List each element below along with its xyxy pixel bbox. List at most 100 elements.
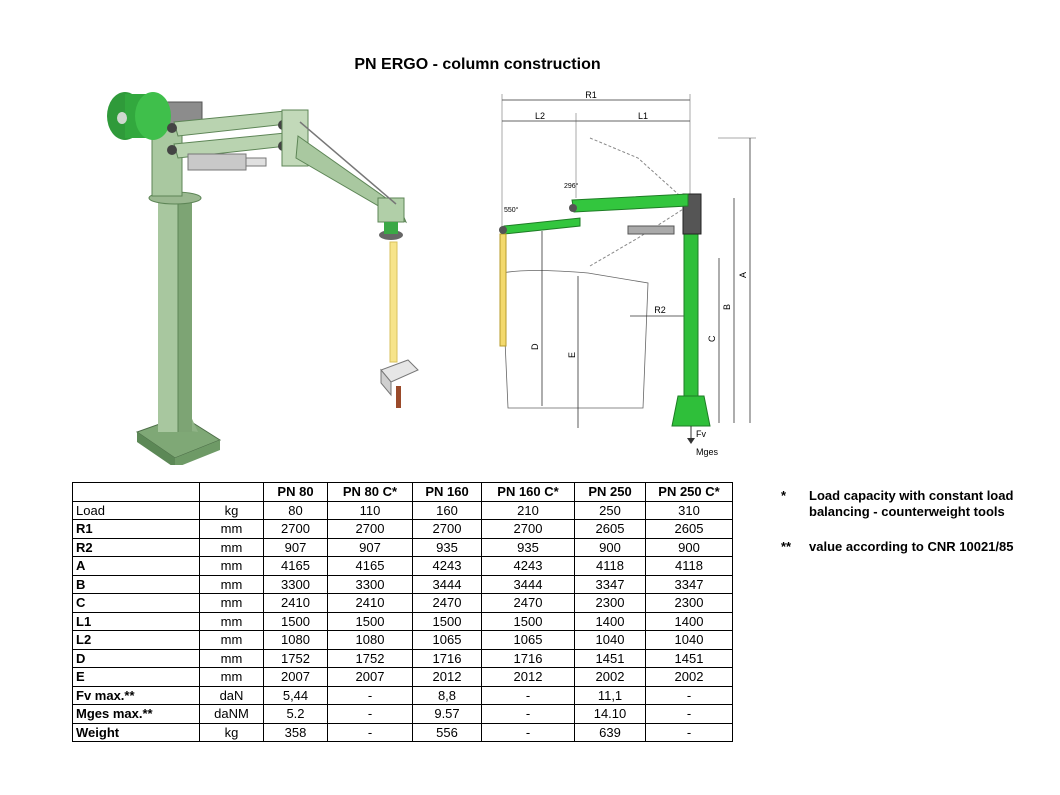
angle-label-296: 296° [564, 182, 579, 190]
row-label: B [72, 574, 200, 594]
table-cell: 358 [263, 722, 328, 742]
dim-label-r1: R1 [585, 90, 597, 100]
table-cell: 110 [327, 500, 413, 520]
dim-label-c: C [707, 335, 717, 342]
table-cell: 310 [645, 500, 733, 520]
row-label: L1 [72, 611, 200, 631]
row-unit: mm [199, 667, 264, 687]
table-cell: 3444 [481, 574, 575, 594]
row-unit: mm [199, 574, 264, 594]
row-label: R1 [72, 519, 200, 539]
table-cell: 8,8 [412, 685, 482, 705]
table-cell: 1451 [645, 648, 733, 668]
note-mark: ** [781, 539, 792, 554]
table-cell: 900 [574, 537, 646, 557]
table-cell: 9.57 [412, 704, 482, 724]
row-unit: kg [199, 500, 264, 520]
table-cell: 2700 [263, 519, 328, 539]
table-cell: 2300 [574, 593, 646, 613]
table-cell: - [481, 685, 575, 705]
dim-label-b: B [722, 304, 732, 310]
table-cell: 3300 [263, 574, 328, 594]
dim-label-d: D [530, 343, 540, 350]
note-text: balancing - counterweight tools [809, 504, 1005, 519]
table-cell: 4118 [645, 556, 733, 576]
table-cell: 2002 [574, 667, 646, 687]
table-cell: 2007 [327, 667, 413, 687]
table-cell: 639 [574, 722, 646, 742]
table-cell: 1716 [481, 648, 575, 668]
row-unit: mm [199, 630, 264, 650]
dim-label-r2: R2 [654, 305, 666, 315]
table-cell: - [645, 685, 733, 705]
table-cell: 4243 [412, 556, 482, 576]
table-cell: 14.10 [574, 704, 646, 724]
table-cell: 250 [574, 500, 646, 520]
table-cell: 2012 [481, 667, 575, 687]
table-cell: 210 [481, 500, 575, 520]
table-cell: 5.2 [263, 704, 328, 724]
page-title: PN ERGO - column construction [354, 56, 601, 73]
table-cell: 1716 [412, 648, 482, 668]
table-cell: 1400 [574, 611, 646, 631]
table-cell: - [327, 722, 413, 742]
table-cell: 1451 [574, 648, 646, 668]
row-label: C [72, 593, 200, 613]
table-cell: 900 [645, 537, 733, 557]
row-unit: daNM [199, 704, 264, 724]
header-cell [72, 482, 200, 502]
table-cell: 3347 [574, 574, 646, 594]
table-cell: 1065 [481, 630, 575, 650]
row-label: Load [72, 500, 200, 520]
row-unit: daN [199, 685, 264, 705]
table-cell: 2700 [412, 519, 482, 539]
table-cell: 1080 [327, 630, 413, 650]
row-label: Fv max.** [72, 685, 200, 705]
header-cell: PN 80 [263, 482, 328, 502]
table-cell: 1040 [645, 630, 733, 650]
row-unit: mm [199, 611, 264, 631]
note-constant-load: * Load capacity with constant load balan… [781, 488, 1051, 522]
header-cell: PN 160 [412, 482, 482, 502]
table-cell: 1065 [412, 630, 482, 650]
table-cell: 2012 [412, 667, 482, 687]
row-unit: mm [199, 593, 264, 613]
product-image [107, 92, 419, 465]
table-cell: - [327, 704, 413, 724]
table-cell: 907 [263, 537, 328, 557]
table-cell: 935 [481, 537, 575, 557]
table-cell: - [481, 704, 575, 724]
table-cell: 1500 [412, 611, 482, 631]
dim-label-a: A [738, 272, 748, 278]
table-cell: 1500 [263, 611, 328, 631]
table-cell: 2700 [481, 519, 575, 539]
row-unit: mm [199, 648, 264, 668]
row-label: E [72, 667, 200, 687]
dim-label-l2: L2 [535, 111, 545, 121]
table-cell: 2470 [412, 593, 482, 613]
table-cell: 2002 [645, 667, 733, 687]
row-label: D [72, 648, 200, 668]
table-cell: 4243 [481, 556, 575, 576]
note-text: Load capacity with constant load [809, 488, 1014, 503]
table-cell: 2410 [327, 593, 413, 613]
table-cell: - [645, 704, 733, 724]
note-cnr: ** value according to CNR 10021/85 [781, 539, 1051, 557]
header-cell [199, 482, 264, 502]
table-cell: - [645, 722, 733, 742]
table-cell: 4165 [263, 556, 328, 576]
table-cell: 1752 [263, 648, 328, 668]
table-cell: 2007 [263, 667, 328, 687]
header-cell: PN 160 C* [481, 482, 575, 502]
table-cell: 160 [412, 500, 482, 520]
table-cell: 80 [263, 500, 328, 520]
table-cell: 3300 [327, 574, 413, 594]
table-cell: 1752 [327, 648, 413, 668]
